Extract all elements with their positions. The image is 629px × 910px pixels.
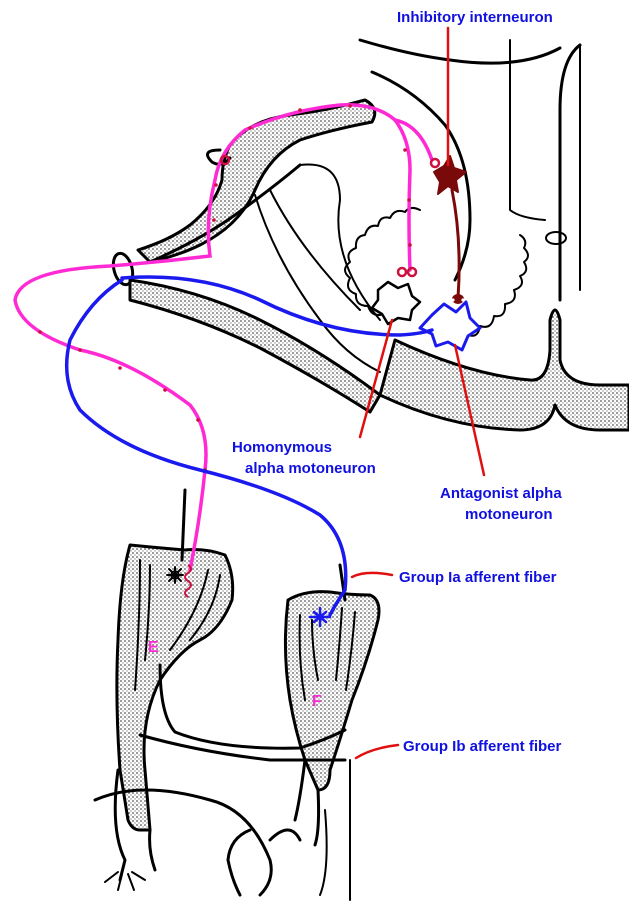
pointer-group-ia <box>352 573 392 577</box>
label-muscle-f: F <box>312 693 322 710</box>
label-group-ib: Group Ib afferent fiber <box>403 738 562 755</box>
label-inhibitory-interneuron: Inhibitory interneuron <box>397 9 553 26</box>
label-antagonist-line1: Antagonist alpha <box>440 485 562 502</box>
label-antagonist-line2: motoneuron <box>465 506 553 523</box>
muscle-e <box>105 490 233 890</box>
label-homonymous-line2: alpha motoneuron <box>245 460 376 477</box>
muscle-f <box>285 565 379 900</box>
spinal-cord <box>345 40 629 430</box>
pointer-group-ib <box>356 745 398 758</box>
dorsal-root <box>110 100 375 287</box>
label-group-ia: Group Ia afferent fiber <box>399 569 557 586</box>
label-homonymous-line1: Homonymous <box>232 439 332 456</box>
label-muscle-e: E <box>148 639 159 656</box>
inhibitory-interneuron <box>434 156 466 304</box>
ventral-root <box>130 164 380 412</box>
